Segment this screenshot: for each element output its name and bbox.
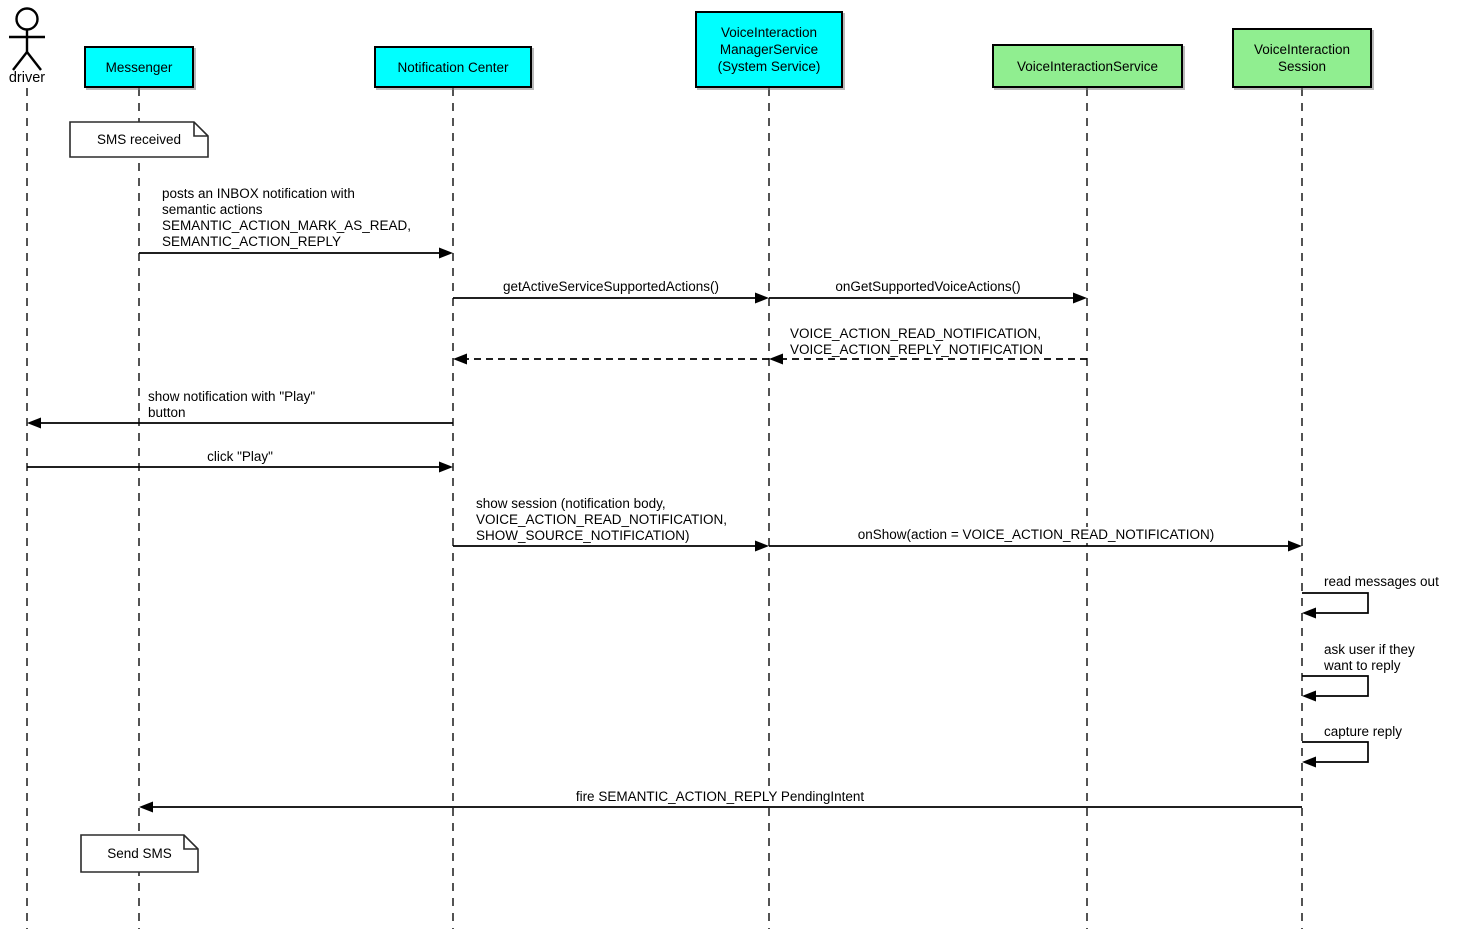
arrowhead-get-active [755, 292, 769, 304]
participant-label-line: VoiceInteraction [1253, 42, 1351, 57]
arrowhead-click-play [439, 461, 453, 473]
arrowhead-self-capture [1302, 756, 1316, 768]
note-sms-received: SMS received [96, 132, 182, 147]
participant-voice-interaction-session: VoiceInteraction Session [1232, 28, 1372, 88]
participant-label-line: (System Service) [717, 59, 821, 74]
participant-label: Messenger [105, 59, 173, 75]
arrowhead-fire-reply [139, 801, 153, 813]
arrow-self-capture [1302, 741, 1369, 763]
arrow-self-read-out [1302, 592, 1369, 614]
arrowhead-post-inbox [439, 247, 453, 259]
message-label-click-play: click "Play" [207, 449, 273, 465]
arrowhead-on-show [1288, 540, 1302, 552]
message-label-supported-actions-return: VOICE_ACTION_READ_NOTIFICATION, VOICE_AC… [790, 326, 1044, 358]
lifelines [26, 88, 1303, 929]
message-label-capture-reply: capture reply [1324, 724, 1403, 740]
message-arrows [27, 247, 1369, 813]
arrowhead-show-notification [27, 417, 41, 429]
note-send-sms-shape [80, 834, 199, 873]
participant-voice-interaction-service: VoiceInteractionService [992, 44, 1183, 88]
message-label-read-messages-out: read messages out [1324, 574, 1439, 590]
actor-icon [9, 7, 45, 71]
participant-messenger: Messenger [84, 46, 194, 88]
participant-notification-center: Notification Center [374, 46, 532, 88]
arrowhead-self-read-out [1302, 607, 1316, 619]
message-label-post-inbox: posts an INBOX notification with semanti… [162, 186, 412, 250]
message-label-on-get-supported: onGetSupportedVoiceActions() [835, 279, 1021, 295]
note-sms-received-fold [193, 122, 208, 137]
participant-label-line: ManagerService [719, 42, 819, 57]
note-sms-received-shape [69, 121, 209, 158]
arrowhead-return-nc [453, 353, 467, 365]
note-shapes [69, 121, 209, 873]
message-label-show-session: show session (notification body, VOICE_A… [476, 496, 728, 544]
message-label-ask-user: ask user if they want to reply [1324, 642, 1415, 674]
participant-label-line: Session [1277, 59, 1327, 74]
message-label-show-notification: show notification with "Play" button [148, 389, 316, 421]
arrowhead-show-session [755, 540, 769, 552]
message-label-fire-reply: fire SEMANTIC_ACTION_REPLY PendingIntent [575, 789, 865, 805]
actor-label-driver: driver [8, 70, 46, 86]
arrowhead-return-vims [769, 353, 783, 365]
message-label-get-active-actions: getActiveServiceSupportedActions() [502, 279, 720, 295]
participant-label-line: VoiceInteraction [720, 25, 818, 40]
note-send-sms-fold [183, 835, 198, 850]
participant-label: Notification Center [397, 59, 509, 75]
participant-voice-interaction-manager-service: VoiceInteraction ManagerService (System … [695, 11, 843, 88]
arrowhead-on-get [1073, 292, 1087, 304]
participant-label: VoiceInteractionService [1016, 58, 1159, 74]
arrow-self-ask-user [1302, 675, 1369, 697]
message-label-on-show: onShow(action = VOICE_ACTION_READ_NOTIFI… [857, 527, 1215, 543]
note-send-sms: Send SMS [107, 846, 172, 861]
arrowhead-self-ask-user [1302, 690, 1316, 702]
